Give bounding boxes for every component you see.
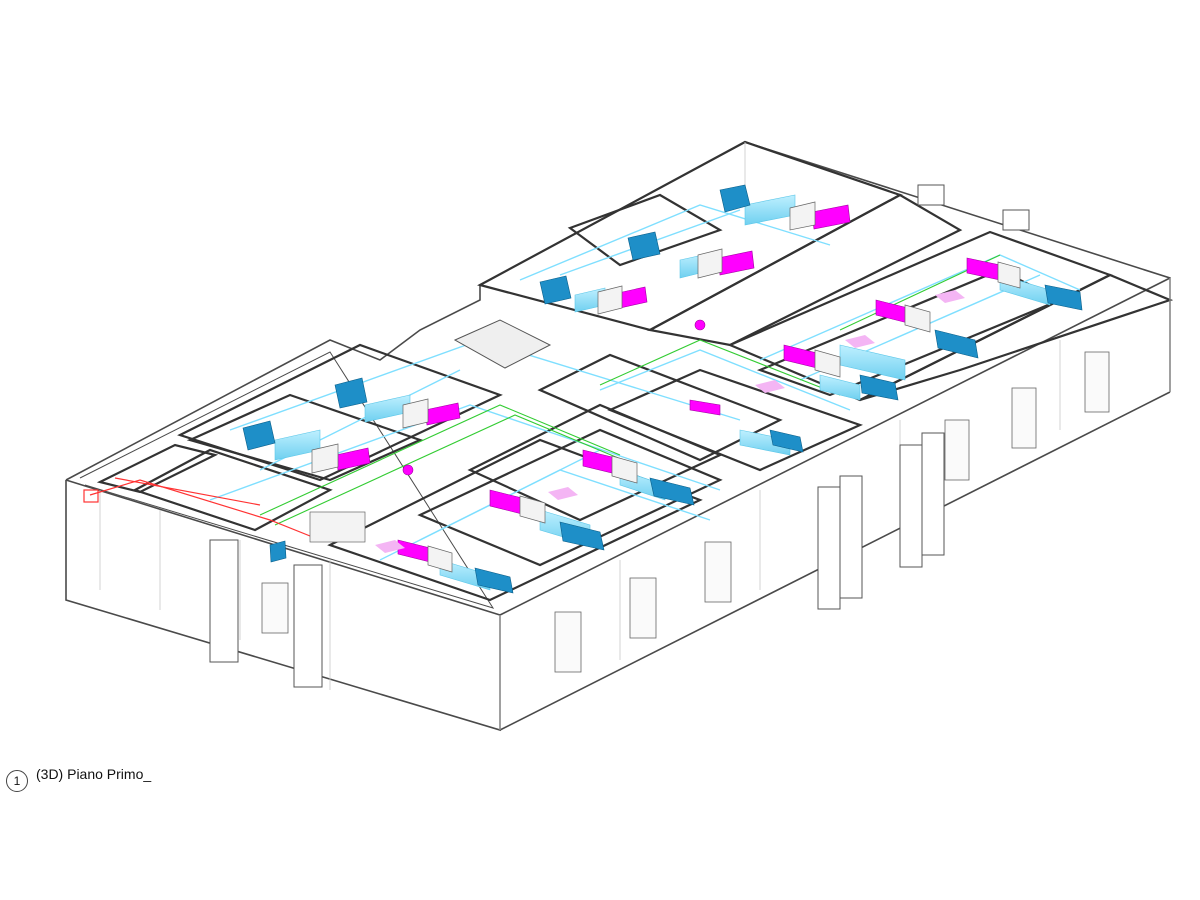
green-pipes [259,254,1001,526]
view-number: 1 [13,774,21,788]
duct-network [209,204,1081,561]
view-number-circle [6,770,28,792]
stair-void [453,319,552,369]
view-title: (3D) Piano Primo_ [36,766,152,782]
exterior-windows [261,351,1110,673]
room-partitions [96,140,1174,602]
fan-coil-units [242,184,1083,594]
unit-housings [309,201,1021,573]
red-pipes [83,477,321,541]
exterior-columns [209,184,1030,688]
view-number-tag: 1 [6,764,66,804]
duct-runs [274,194,1051,591]
air-grilles [375,290,965,553]
